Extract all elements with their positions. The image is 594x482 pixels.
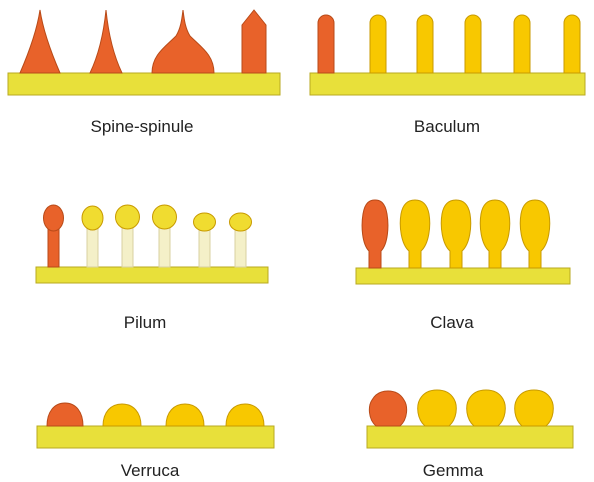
panel-spine-spinule [8,10,280,95]
pilum-element-highlight [44,205,64,267]
panel-verruca [37,403,274,448]
clava-element [441,200,470,268]
gemma-element [515,390,554,426]
pilum-element [82,206,103,267]
clava-element-highlight [362,200,388,268]
label-baculum: Baculum [414,117,480,137]
base-strip [36,267,268,283]
gemma-element [418,390,457,426]
label-verruca: Verruca [121,461,180,481]
spine-element-highlight [20,10,60,73]
label-gemma: Gemma [423,461,483,481]
verruca-element [103,404,141,426]
base-strip [310,73,585,95]
gemma-element-highlight [369,391,406,426]
label-spine-spinule: Spine-spinule [90,117,193,137]
base-strip [8,73,280,95]
baculum-element [417,15,433,73]
pilum-element [116,205,140,267]
spine-element [242,10,266,73]
clava-element [480,200,509,268]
baculum-element [514,15,530,73]
label-pilum: Pilum [124,313,167,333]
clava-element [520,200,549,268]
pilum-element [230,213,252,267]
label-clava: Clava [430,313,473,333]
panel-baculum [310,15,585,95]
baculum-element [465,15,481,73]
spine-element [90,10,122,73]
panel-clava [356,200,570,284]
spinule-element [152,10,214,73]
panel-pilum [36,205,268,283]
baculum-element-highlight [318,15,334,73]
base-strip [356,268,570,284]
base-strip [37,426,274,448]
verruca-element-highlight [47,403,83,426]
baculum-element [564,15,580,73]
base-strip [367,426,573,448]
clava-element [400,200,429,268]
pilum-element [194,213,216,267]
pilum-element [153,205,177,267]
baculum-element [370,15,386,73]
verruca-element [166,404,204,426]
verruca-element [226,404,264,426]
panel-gemma [367,390,573,448]
gemma-element [467,390,506,426]
